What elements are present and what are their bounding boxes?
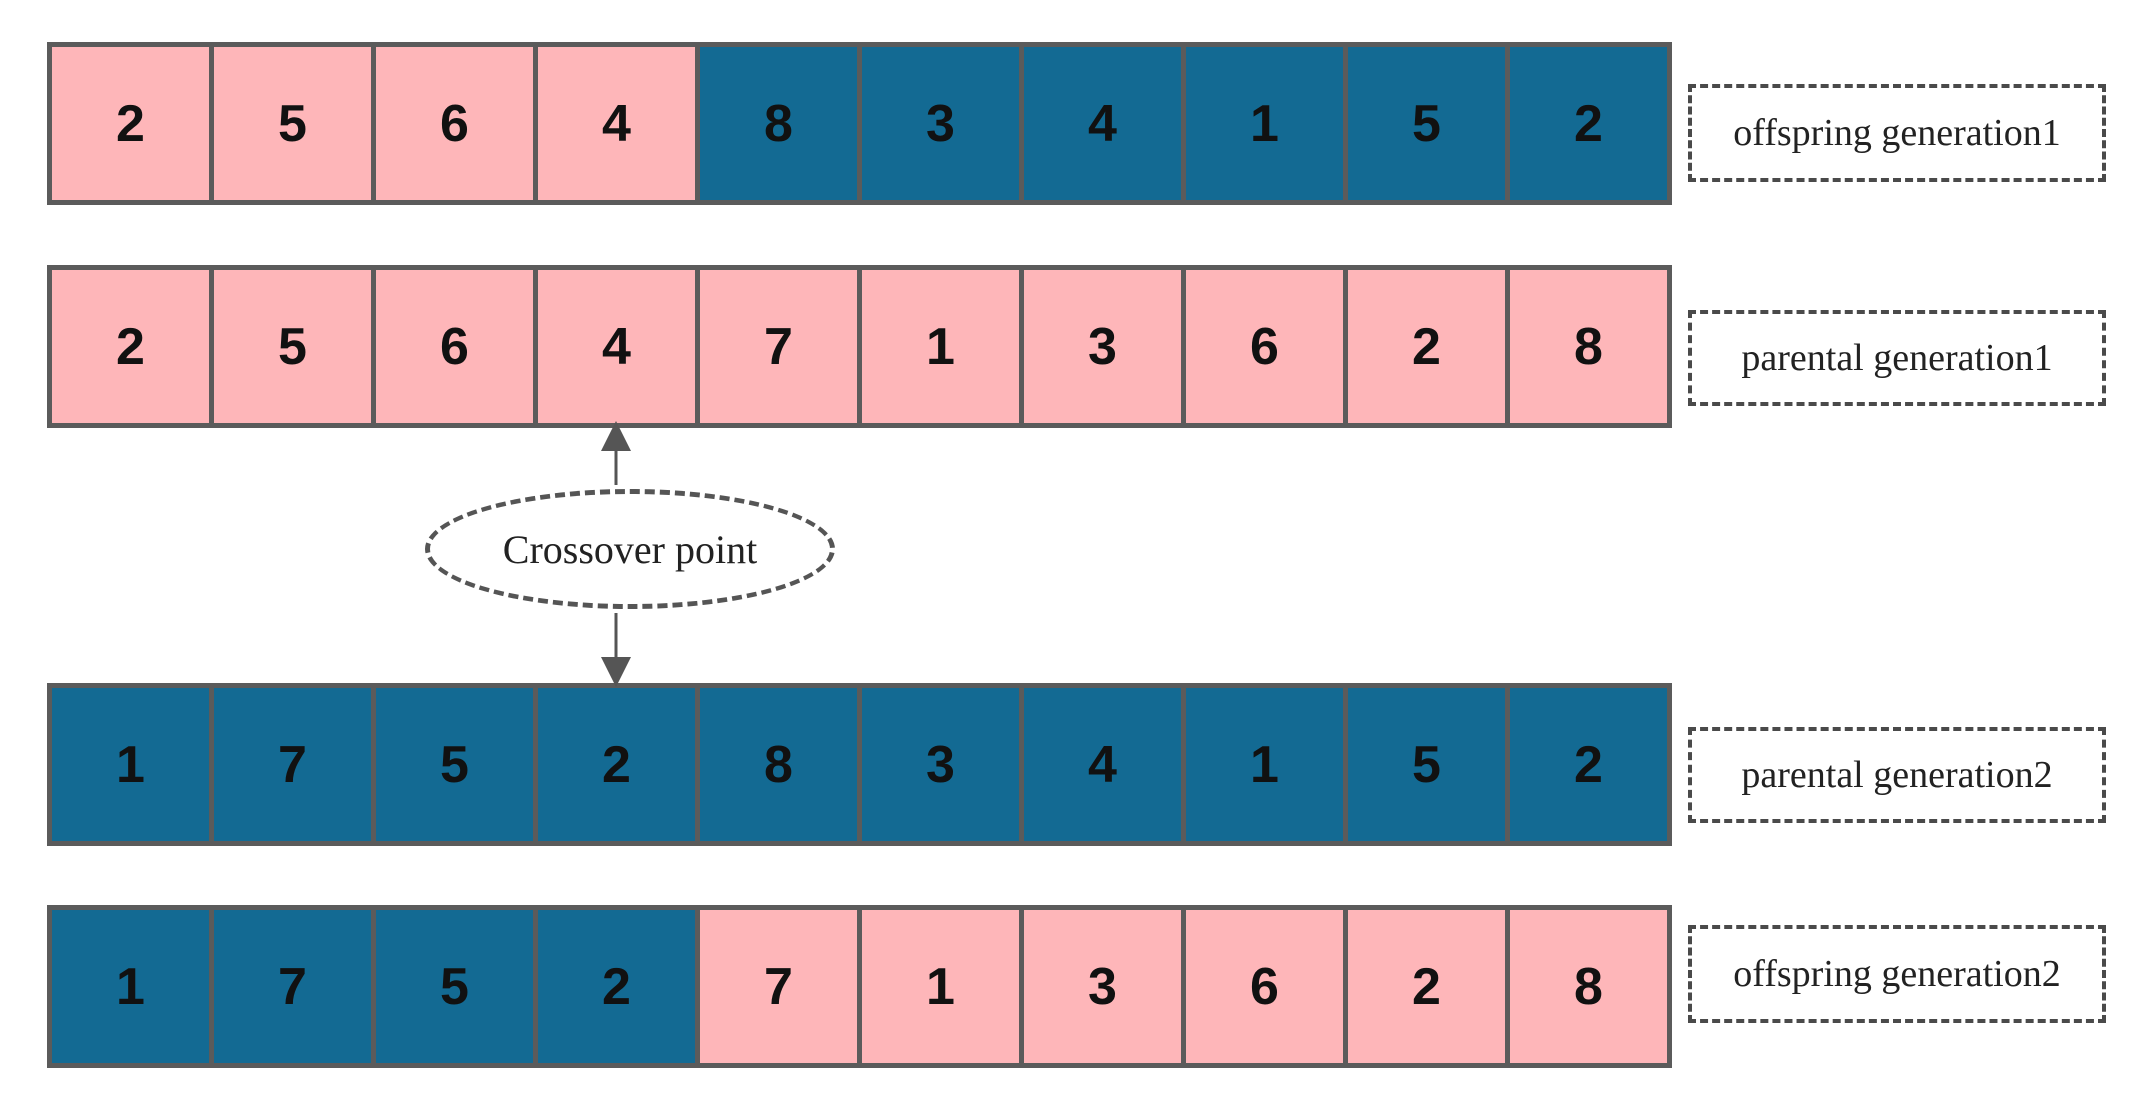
label-offspring-generation-1: offspring generation1 <box>1688 84 2106 182</box>
gene-cell: 7 <box>700 270 862 423</box>
gene-cell: 2 <box>1348 910 1510 1063</box>
gene-cell: 5 <box>214 47 376 200</box>
gene-cell: 4 <box>1024 688 1186 841</box>
crossover-point-callout: Crossover point <box>425 489 835 609</box>
gene-cell: 5 <box>1348 688 1510 841</box>
label-parental-generation-2: parental generation2 <box>1688 727 2106 823</box>
gene-cell: 1 <box>1186 47 1348 200</box>
gene-cell: 1 <box>1186 688 1348 841</box>
label-parental-generation-1: parental generation1 <box>1688 310 2106 406</box>
gene-cell: 6 <box>1186 910 1348 1063</box>
gene-cell: 3 <box>1024 270 1186 423</box>
gene-cell: 3 <box>862 688 1024 841</box>
gene-cell: 2 <box>538 910 700 1063</box>
gene-cell: 2 <box>1348 270 1510 423</box>
gene-cell: 6 <box>376 270 538 423</box>
gene-cell: 5 <box>1348 47 1510 200</box>
gene-cell: 3 <box>1024 910 1186 1063</box>
gene-cell: 7 <box>700 910 862 1063</box>
gene-cell: 3 <box>862 47 1024 200</box>
gene-cell: 8 <box>1510 270 1667 423</box>
gene-cell: 8 <box>1510 910 1667 1063</box>
gene-cell: 7 <box>214 910 376 1063</box>
label-offspring-generation-2: offspring generation2 <box>1688 925 2106 1023</box>
gene-cell: 1 <box>52 688 214 841</box>
gene-cell: 1 <box>52 910 214 1063</box>
gene-cell: 4 <box>1024 47 1186 200</box>
gene-cell: 6 <box>376 47 538 200</box>
gene-cell: 4 <box>538 47 700 200</box>
gene-cell: 2 <box>52 47 214 200</box>
gene-cell: 2 <box>1510 47 1667 200</box>
gene-cell: 5 <box>214 270 376 423</box>
gene-cell: 1 <box>862 910 1024 1063</box>
gene-cell: 1 <box>862 270 1024 423</box>
gene-cell: 6 <box>1186 270 1348 423</box>
gene-cell: 4 <box>538 270 700 423</box>
gene-cell: 2 <box>52 270 214 423</box>
gene-cell: 5 <box>376 688 538 841</box>
gene-cell: 7 <box>214 688 376 841</box>
gene-cell: 5 <box>376 910 538 1063</box>
gene-cell: 2 <box>538 688 700 841</box>
gene-cell: 8 <box>700 688 862 841</box>
gene-cell: 8 <box>700 47 862 200</box>
gene-cell: 2 <box>1510 688 1667 841</box>
